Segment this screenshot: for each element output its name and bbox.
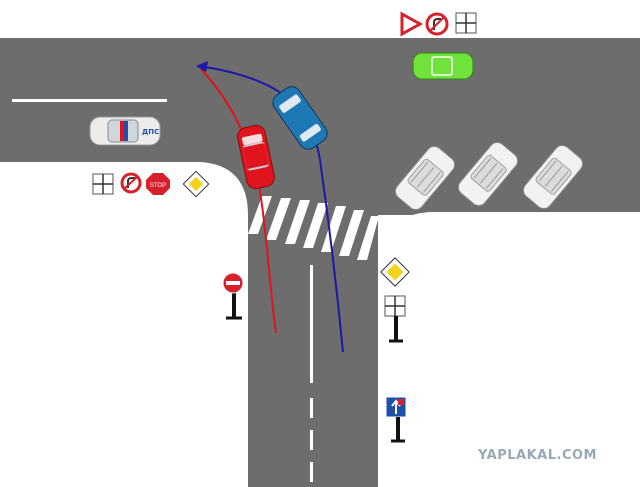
- crosswalk: [248, 196, 379, 260]
- green-car: [412, 52, 474, 80]
- parked-car: [394, 145, 456, 211]
- lane-line-horizontal: [12, 99, 167, 102]
- path-arrowhead: [196, 61, 208, 72]
- right-sign-group: [380, 257, 410, 343]
- priority-road-sign: [380, 257, 410, 287]
- road-markings: [12, 99, 379, 482]
- one-way-road-sign: [385, 396, 407, 443]
- blue-car: [272, 86, 328, 150]
- curb-corner-right: [378, 212, 640, 487]
- police-car-label: ДПС: [142, 128, 159, 136]
- no-entry-sign: [222, 272, 244, 320]
- watermark: YAPLAKAL.COM: [478, 448, 597, 463]
- lane-line-vertical: [310, 265, 313, 383]
- stop-sign-text: STOP: [150, 183, 166, 189]
- parked-car: [457, 141, 519, 207]
- lane-dash: [310, 462, 313, 482]
- blue-car-path: [204, 66, 344, 353]
- road-surface: [0, 38, 640, 487]
- intersection-shape-plate: [455, 12, 477, 34]
- no-right-turn-sign: [425, 12, 449, 36]
- no-right-turn-sign: [120, 172, 142, 194]
- lane-dash: [310, 398, 313, 418]
- left-sign-group: STOP: [92, 170, 210, 198]
- parked-car: [522, 144, 584, 210]
- yield-sign: [400, 11, 424, 37]
- priority-road-sign: [182, 170, 210, 198]
- intersection-shape-plate: [384, 295, 406, 317]
- intersection-shape-plate: [92, 173, 114, 195]
- red-car-path: [199, 67, 277, 334]
- curb-corner-left: [0, 162, 248, 487]
- lane-dash: [310, 430, 313, 450]
- stop-sign: STOP: [146, 173, 170, 195]
- police-car: ДПС: [89, 116, 161, 146]
- red-car: [237, 124, 275, 190]
- top-sign-group: [400, 11, 477, 37]
